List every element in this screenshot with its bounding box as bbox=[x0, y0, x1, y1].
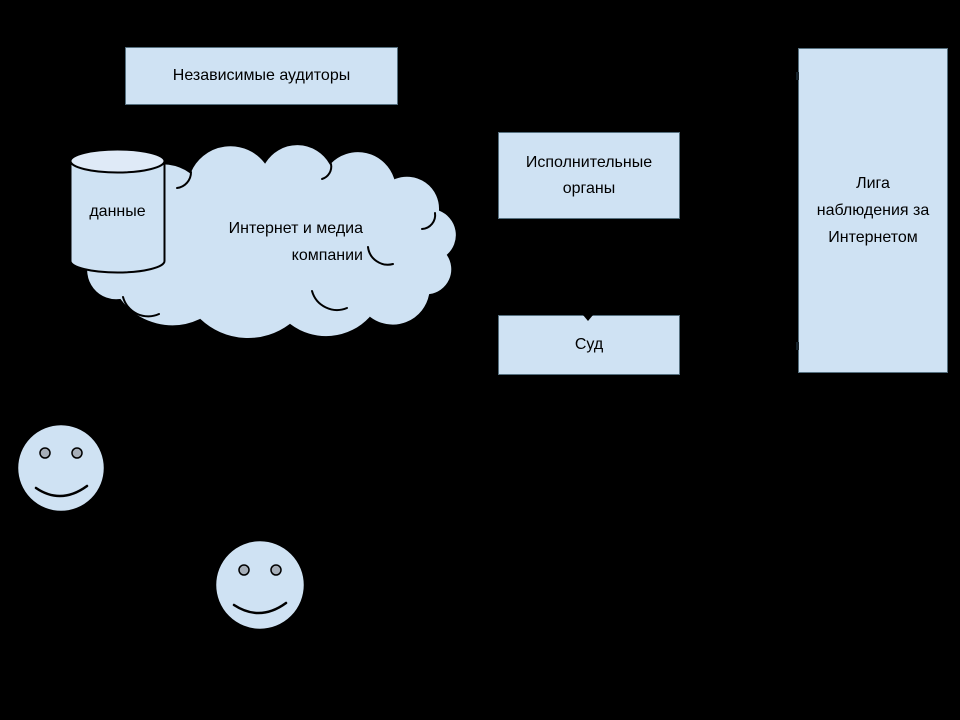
cloud-label: Интернет и медиа компании bbox=[160, 215, 363, 269]
box-independent-auditors-label: Независимые аудиторы bbox=[172, 67, 351, 84]
box-internet-watch-league-label-line3: Интернетом bbox=[828, 229, 918, 246]
box-court-label: Суд bbox=[574, 336, 604, 353]
smile-icon bbox=[232, 601, 288, 615]
box-independent-auditors: Независимые аудиторы bbox=[125, 47, 398, 105]
cloud-shape bbox=[70, 143, 458, 341]
cloud-inner-arcs bbox=[122, 163, 437, 318]
box-executive-bodies: Исполнительные органы bbox=[498, 132, 680, 219]
data-cylinder-shape bbox=[69, 148, 166, 274]
cloud-label-line1: Интернет и медиа bbox=[228, 220, 363, 237]
smile-icon bbox=[34, 484, 89, 498]
box-executive-bodies-label-line1: Исполнительные bbox=[525, 153, 653, 171]
person-smiley-icon-2 bbox=[213, 538, 307, 632]
box-executive-bodies-label-line2: органы bbox=[562, 179, 616, 197]
eye-icon bbox=[238, 564, 250, 576]
person-smiley-icon-1 bbox=[15, 422, 107, 514]
box-internet-watch-league: Лига наблюдения за Интернетом bbox=[798, 48, 948, 373]
box-internet-watch-league-label-line1: Лига bbox=[856, 175, 890, 192]
cylinder-label: данные bbox=[89, 203, 146, 220]
cylinder-top-ellipse bbox=[69, 148, 166, 174]
box-internet-watch-league-label-line2: наблюдения за bbox=[816, 202, 930, 219]
connector-arrow-mark-top bbox=[796, 72, 799, 80]
box-court: Суд bbox=[498, 315, 680, 375]
eye-icon bbox=[270, 564, 282, 576]
arrowhead-icon bbox=[583, 315, 593, 321]
cloud-label-line2: компании bbox=[291, 247, 363, 264]
eye-icon bbox=[71, 447, 83, 459]
connector-arrow-mark-bottom bbox=[796, 342, 799, 350]
eye-icon bbox=[39, 447, 51, 459]
